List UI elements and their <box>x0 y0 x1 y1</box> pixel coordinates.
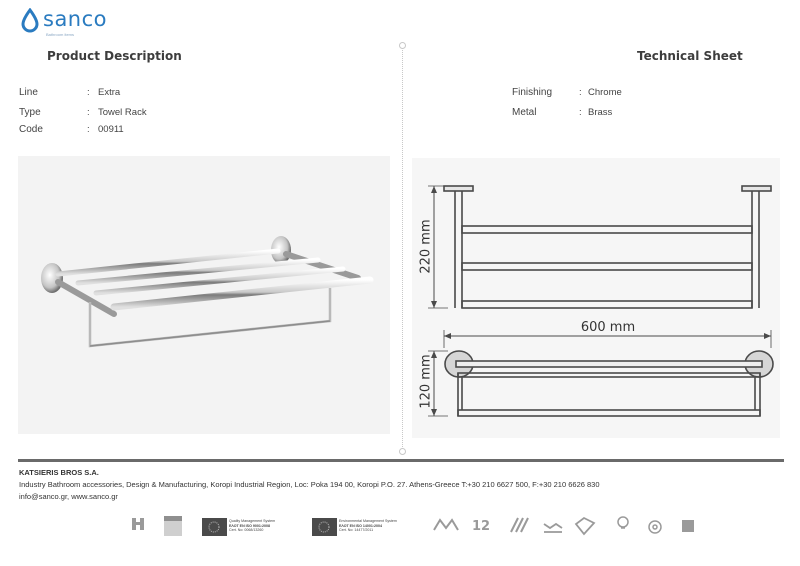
spec-value: 00911 <box>98 124 124 135</box>
iso-14001-line: Cert. No: 14477/2011 <box>339 528 374 532</box>
spec-label: Code <box>19 124 43 135</box>
made-in-greece-icon <box>132 518 144 530</box>
antibacterial-icon <box>433 518 459 531</box>
spec-separator: : <box>87 87 90 98</box>
spec-separator: : <box>579 87 582 98</box>
iso-14001-line: Environmental Management System <box>339 519 397 523</box>
technical-sheet-heading: Technical Sheet <box>637 49 743 63</box>
iso-9001-line: ΕΛΟΤ EN ISO 9001:2008 <box>229 523 271 528</box>
warranty-years: 12 <box>472 519 490 534</box>
certification-icons-row: 12 <box>132 516 694 536</box>
light-bulb-icon <box>617 516 629 529</box>
iso-9001-badge-icon <box>202 518 227 536</box>
height-dimension-label: 220 mm <box>418 219 434 274</box>
iso-9001-line: Cert. No: 0068/13260 <box>229 528 264 532</box>
brand-name: sanco <box>43 7 108 31</box>
company-contact: info@sanco.gr, www.sanco.gr <box>19 492 118 501</box>
spec-label: Type <box>19 107 41 118</box>
quality-100-icon <box>164 516 182 536</box>
company-name: KATSIERIS BROS S.A. <box>19 468 99 477</box>
footer-rule <box>18 459 784 462</box>
iso-9001-line: Quality Management System <box>229 519 276 523</box>
brand-tagline: Bathroom items <box>46 32 75 37</box>
towel-rack-image <box>41 236 374 348</box>
divider-knob-top <box>399 42 406 49</box>
iso-14001-line: ΕΛΟΤ EN ISO 14001:2004 <box>339 523 383 528</box>
divider-knob-bottom <box>399 448 406 455</box>
spec-label: Finishing <box>512 87 553 98</box>
technical-drawing-area <box>412 158 780 438</box>
warranty-12-icon: 12 <box>472 519 490 534</box>
spec-value: Chrome <box>588 87 622 98</box>
spec-label: Metal <box>512 107 537 118</box>
iso-9001-text: Quality Management System ΕΛΟΤ EN ISO 90… <box>229 519 309 533</box>
iso-14001-badge-icon <box>312 518 337 536</box>
eco-shield-icon <box>574 516 596 536</box>
company-address: Industry Bathroom accessories, Design & … <box>19 480 600 489</box>
spec-value: Towel Rack <box>98 107 147 118</box>
stripes-icon <box>510 517 529 533</box>
width-dimension-label: 600 mm <box>580 320 636 335</box>
brand-logo: sanco Bathroom items <box>16 6 112 38</box>
center-divider <box>402 46 403 451</box>
spec-value: Brass <box>588 107 613 118</box>
front-view-drawing <box>428 185 774 417</box>
depth-dimension-label: 120 mm <box>418 354 434 409</box>
design-award-icon <box>682 520 694 532</box>
product-description-heading: Product Description <box>47 49 182 63</box>
recycle-icon <box>648 520 662 534</box>
water-drop-icon <box>21 8 39 33</box>
iso-14001-text: Environmental Management System ΕΛΟΤ EN … <box>339 519 425 533</box>
product-photo <box>18 156 390 434</box>
spec-value: Extra <box>98 87 121 98</box>
water-saving-icon <box>543 522 563 533</box>
spec-separator: : <box>87 107 90 118</box>
spec-separator: : <box>579 107 582 118</box>
spec-label: Line <box>19 87 38 98</box>
spec-separator: : <box>87 124 90 135</box>
